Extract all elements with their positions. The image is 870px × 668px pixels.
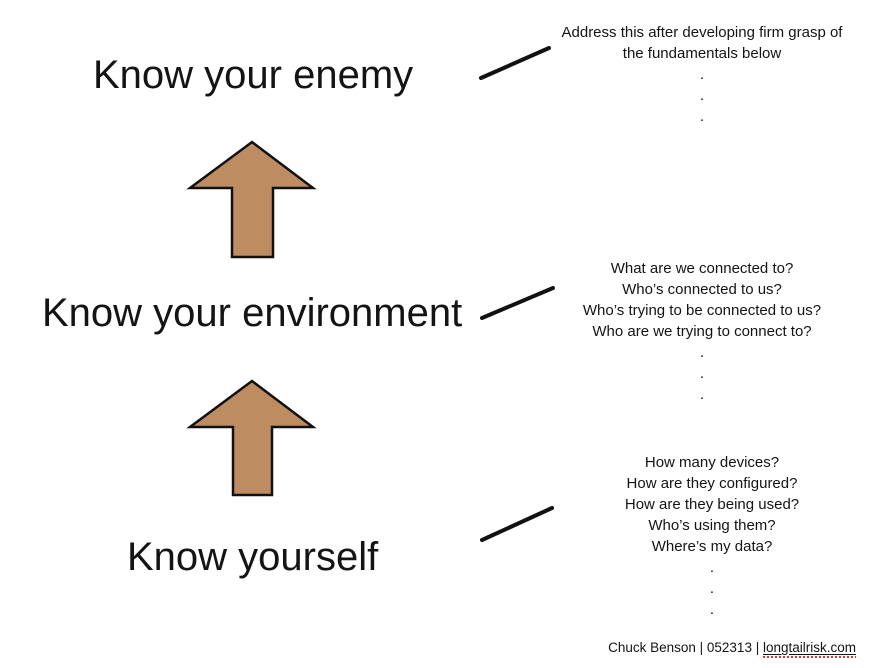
annotation-line: . <box>699 365 705 382</box>
annotation-line: Where’s my data? <box>651 538 773 555</box>
title-know-your-environment: Know your environment <box>42 291 463 335</box>
annotation-line: How are they being used? <box>624 496 800 513</box>
annotation-line: . <box>709 559 715 576</box>
connector-line-environment <box>480 286 555 320</box>
up-arrow-lower <box>186 379 317 497</box>
annotation-line: Who’s using them? <box>648 517 776 534</box>
annotation-line: How are they configured? <box>626 475 798 492</box>
title-know-yourself: Know yourself <box>127 535 379 579</box>
annotation-line: . <box>699 108 705 125</box>
annotation-line: How many devices? <box>644 454 780 471</box>
annotation-line: Address this after developing firm grasp… <box>561 24 843 41</box>
title-know-your-enemy: Know your enemy <box>93 53 414 97</box>
annotation-line: . <box>699 344 705 361</box>
annotation-line: . <box>699 87 705 104</box>
connector-line-yourself <box>480 506 554 542</box>
annotation-line: . <box>699 386 705 403</box>
connector-line-enemy <box>479 46 551 80</box>
footer-credit: Chuck Benson | 052313 | longtailrisk.com <box>608 640 856 658</box>
annotation-line: the fundamentals below <box>622 45 782 62</box>
annotation-line: Who are we trying to connect to? <box>592 323 812 340</box>
annotation-line: . <box>709 580 715 597</box>
annotation-environment-questions: What are we connected to? Who’s connected… <box>540 258 864 405</box>
footer-credit-text: Chuck Benson | 052313 | <box>608 640 763 655</box>
annotation-line: . <box>709 601 715 618</box>
annotation-line: Who’s connected to us? <box>622 281 782 298</box>
annotation-line: . <box>699 66 705 83</box>
footer-website-link[interactable]: longtailrisk.com <box>762 640 856 658</box>
annotation-line: Who’s trying to be connected to us? <box>582 302 822 319</box>
up-arrow-upper <box>186 140 317 259</box>
annotation-yourself-questions: How many devices? How are they configured… <box>550 452 870 620</box>
annotation-enemy-questions: Address this after developing firm grasp… <box>540 22 864 127</box>
annotation-line: What are we connected to? <box>610 260 794 277</box>
